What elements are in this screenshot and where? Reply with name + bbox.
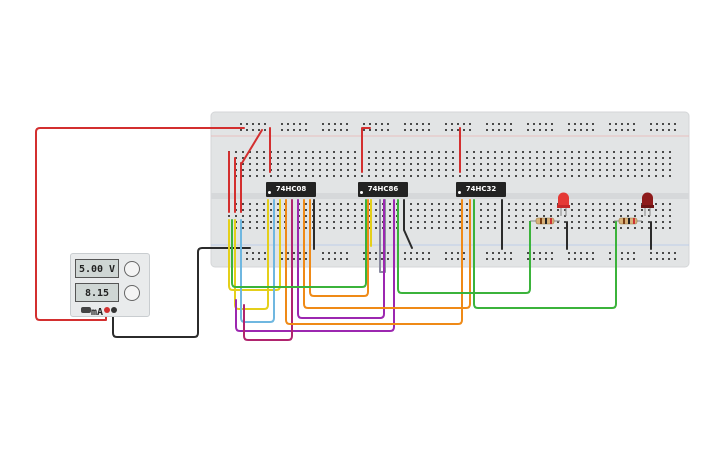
voltage-knob[interactable] [124,261,140,277]
wire-red-diagonal[interactable] [241,129,263,164]
negative-terminal[interactable] [111,307,117,313]
chip-74hc08[interactable]: 74HC08 [266,182,316,197]
current-display: 8.15 mA [75,283,119,318]
breadboard-holes [228,123,676,260]
wire-orange-b[interactable] [303,199,471,309]
breadboard[interactable] [210,111,690,268]
positive-terminal[interactable] [104,307,110,313]
breadboard-center-channel [211,193,689,199]
power-supply[interactable]: 5.00 V 8.15 mA [70,253,150,318]
current-knob[interactable] [124,285,140,301]
resistor-1[interactable] [530,217,560,225]
led-dark-red[interactable] [641,192,654,217]
wire-purple-a[interactable] [235,199,395,332]
wire-power-positive[interactable] [35,127,245,321]
wire-orange-c[interactable] [309,199,369,297]
voltage-display: 5.00 V [75,259,119,278]
wire-green-c[interactable] [473,199,617,309]
wire-power-ground[interactable] [112,247,251,338]
led-red[interactable] [557,192,570,217]
resistor-2[interactable] [614,217,642,225]
wire-purple-b[interactable] [297,199,385,319]
wire-orange-a[interactable] [285,199,463,325]
wire-blue-a[interactable] [240,199,275,323]
wire-black-chip2-gnd[interactable] [403,199,413,249]
wire-red-chip2-vcc[interactable] [361,127,371,173]
chip-74hc32[interactable]: 74HC32 [456,182,506,197]
wire-green-b[interactable] [397,199,531,294]
wire-green-a[interactable] [231,199,367,288]
power-switch[interactable] [81,307,91,313]
chip-74hc86[interactable]: 74HC86 [358,182,408,197]
wire-magenta-a[interactable] [243,199,293,341]
wires [35,127,652,341]
